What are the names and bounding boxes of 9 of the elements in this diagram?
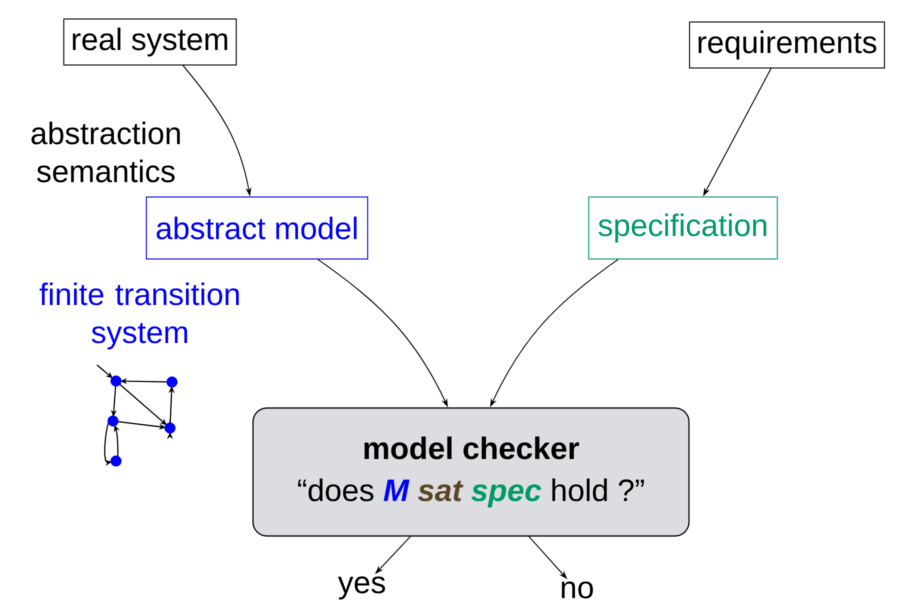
result-label: yes	[338, 576, 385, 600]
model-box: abstract model	[146, 196, 368, 260]
model-checker-box: model checker “does M sat spec hold ?”	[252, 407, 690, 537]
specification-box: specification	[588, 196, 778, 260]
process-box: requirements	[689, 22, 885, 68]
process-box: real system	[63, 18, 237, 66]
edge-label: abstraction semantics	[10, 120, 202, 184]
result-label: no	[562, 582, 593, 598]
caption-label: finite transition system	[40, 282, 239, 350]
